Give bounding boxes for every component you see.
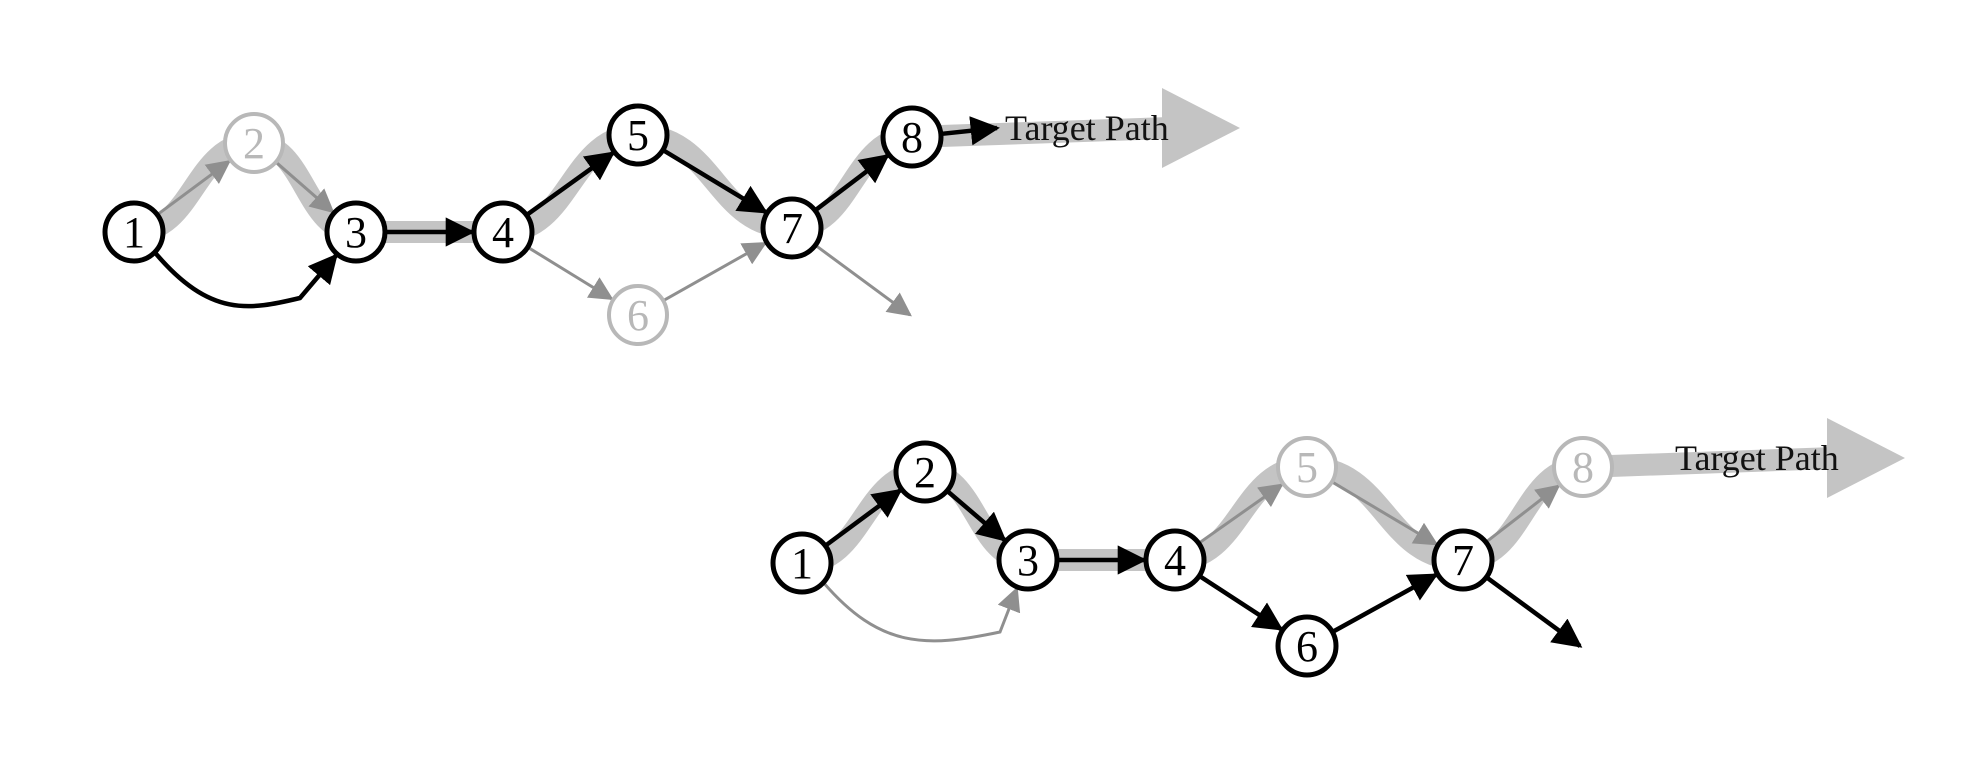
edge-4-5	[525, 151, 616, 217]
node-circle	[893, 440, 957, 504]
node-4: 4	[471, 200, 535, 264]
node-8: 8	[880, 105, 944, 169]
node-circle	[1143, 528, 1207, 592]
node-label: 7	[781, 204, 803, 253]
edge-7-8	[813, 153, 890, 213]
target-path-arrowhead	[1162, 88, 1240, 168]
node-label: 4	[1164, 536, 1186, 585]
node-5: 5	[606, 103, 670, 167]
node-circle	[607, 284, 669, 346]
node-label: 6	[1296, 622, 1318, 671]
node-7: 7	[760, 196, 824, 260]
node-3: 3	[324, 200, 388, 264]
edge-2-3	[945, 489, 1007, 542]
edge-5-7	[1331, 480, 1439, 546]
edge-1-2	[823, 488, 903, 548]
edge-7-exit	[814, 244, 912, 317]
node-1: 1	[102, 200, 166, 264]
edge-1-2	[156, 160, 232, 216]
edge-1-3	[822, 581, 1021, 643]
edge-5-7	[661, 148, 768, 214]
edge-7-exit	[1485, 575, 1583, 648]
node-8: 8	[1552, 436, 1614, 498]
node-label: 6	[627, 291, 649, 340]
edge-4-5	[1197, 483, 1284, 545]
node-circle	[880, 105, 944, 169]
node-6: 6	[607, 284, 669, 346]
node-label: 3	[345, 208, 367, 257]
node-label: 5	[1296, 443, 1318, 492]
node-5: 5	[1276, 436, 1338, 498]
node-label: 1	[123, 208, 145, 257]
node-2: 2	[893, 440, 957, 504]
node-3: 3	[996, 528, 1060, 592]
target-path-label: Target Path	[1005, 108, 1169, 148]
target-path-arrowhead	[1827, 418, 1905, 498]
node-4: 4	[1143, 528, 1207, 592]
edge-1-3	[153, 250, 338, 309]
node-label: 8	[1572, 443, 1594, 492]
edge-6-7	[1331, 572, 1439, 634]
node-label: 4	[492, 208, 514, 257]
edge-7-8	[1485, 484, 1561, 544]
edge-2-3	[274, 160, 335, 214]
node-circle	[770, 531, 834, 595]
node-circle	[760, 196, 824, 260]
node-label: 3	[1017, 536, 1039, 585]
edge-8-target	[940, 116, 1000, 146]
edge-4-6	[1198, 573, 1284, 631]
edge-4-6	[526, 245, 614, 301]
node-circle	[102, 200, 166, 264]
node-label: 2	[914, 448, 936, 497]
node-label: 2	[243, 119, 265, 168]
node-circle	[223, 112, 285, 174]
diagram-bottom: 1 2 3 4 5 6 7 8 Target Path	[770, 418, 1905, 678]
node-circle	[1275, 614, 1339, 678]
target-path-label: Target Path	[1675, 438, 1839, 478]
node-circle	[1276, 436, 1338, 498]
node-circle	[1552, 436, 1614, 498]
node-circle	[1431, 528, 1495, 592]
node-label: 1	[791, 539, 813, 588]
node-1: 1	[770, 531, 834, 595]
node-circle	[996, 528, 1060, 592]
node-label: 5	[627, 111, 649, 160]
node-7: 7	[1431, 528, 1495, 592]
node-2: 2	[223, 112, 285, 174]
node-6: 6	[1275, 614, 1339, 678]
node-label: 7	[1452, 536, 1474, 585]
node-label: 8	[901, 113, 923, 162]
edge-6-7	[662, 241, 768, 303]
node-circle	[471, 200, 535, 264]
node-circle	[324, 200, 388, 264]
diagram-top: 1 2 3 4 5 6 7 8 Target Path	[102, 88, 1240, 346]
node-circle	[606, 103, 670, 167]
